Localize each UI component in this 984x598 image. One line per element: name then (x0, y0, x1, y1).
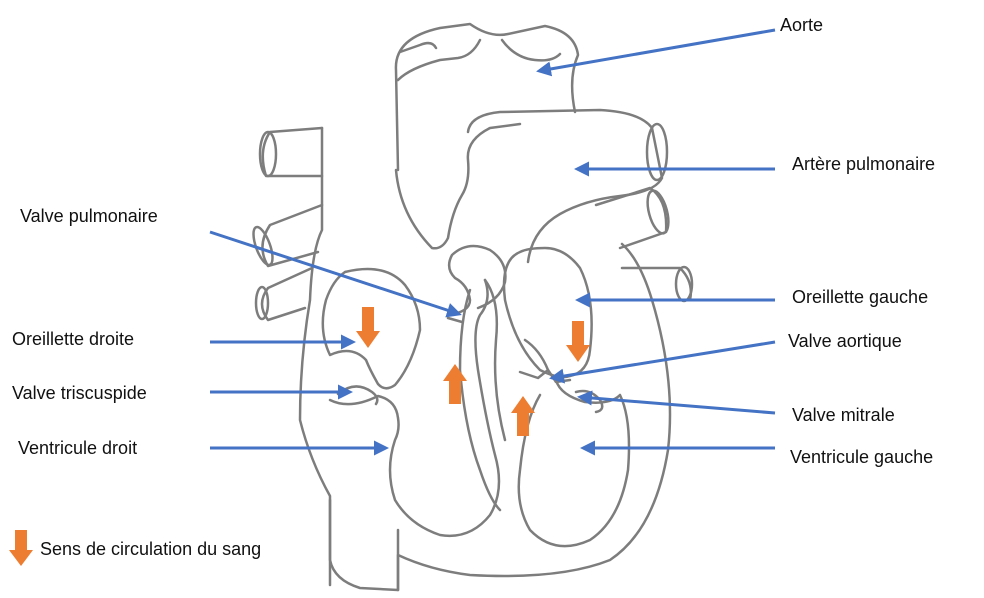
pointer-mitral-valve (580, 397, 775, 413)
label-tricuspid-valve: Valve triscuspide (12, 382, 147, 404)
label-right-atrium: Oreillette droite (12, 328, 134, 350)
aortic-arch (396, 24, 578, 170)
pointer-pulmonary-valve (210, 232, 459, 314)
legend-flow-label: Sens de circulation du sang (40, 538, 261, 560)
flow-arrow-down-right-atrium (356, 307, 380, 348)
flow-arrow-down-left-atrium (566, 321, 590, 362)
heart-outline (250, 24, 692, 590)
pointer-arrows (210, 30, 775, 448)
legend-flow-arrow-icon (9, 530, 33, 566)
label-left-ventricle: Ventricule gauche (790, 446, 933, 468)
pulmonary-trunk (468, 110, 662, 262)
label-pulmonary-valve: Valve pulmonaire (20, 205, 158, 227)
label-pulmonary-artery: Artère pulmonaire (792, 153, 935, 175)
label-mitral-valve: Valve mitrale (792, 404, 895, 426)
label-aorta: Aorte (780, 14, 823, 36)
label-aortic-valve: Valve aortique (788, 330, 902, 352)
label-left-atrium: Oreillette gauche (792, 286, 928, 308)
pointer-aorta (539, 30, 775, 71)
label-right-ventricle: Ventricule droit (18, 437, 137, 459)
